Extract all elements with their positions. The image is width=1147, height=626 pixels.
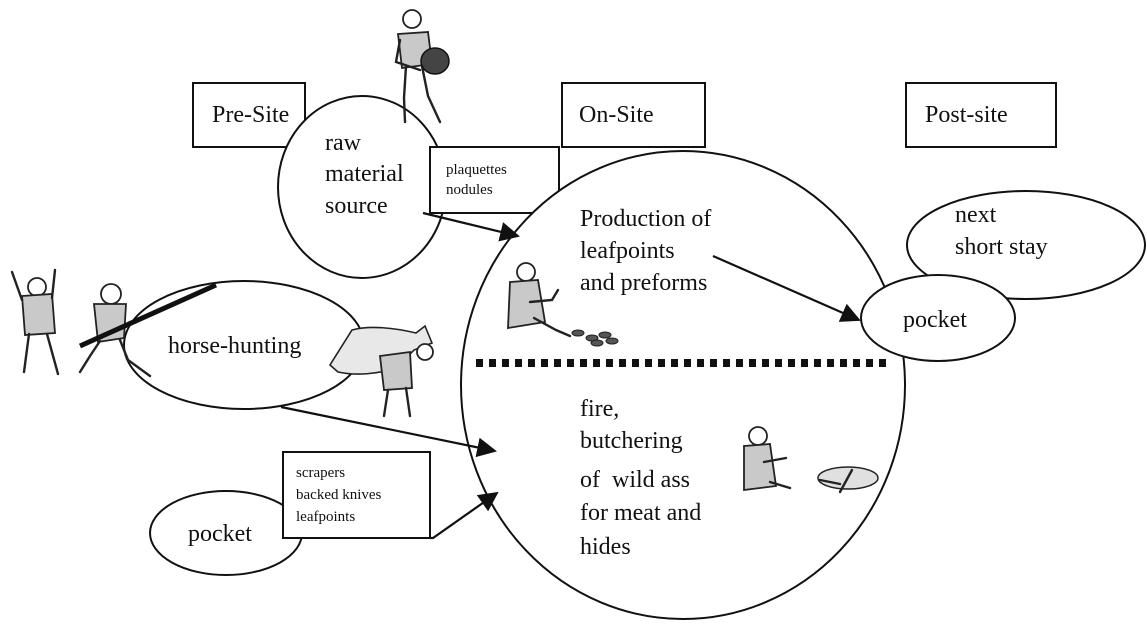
pocket-right-label: pocket <box>903 307 967 333</box>
production-line-2: leafpoints <box>580 238 675 264</box>
butchering-line-5: hides <box>580 534 631 560</box>
arrow-hunting-to-butchering <box>280 405 497 458</box>
tools-line-3: leafpoints <box>296 509 355 525</box>
pre-site-header: Pre-Site <box>212 102 289 128</box>
horse-figure-icon <box>328 324 434 418</box>
hunter-figures-icon <box>10 268 218 378</box>
butchering-line-4: for meat and <box>580 500 701 526</box>
post-site-header-box <box>905 82 1057 148</box>
pocket-left-label: pocket <box>188 521 252 547</box>
pocket-right-ellipse <box>860 274 1016 362</box>
butchering-line-1: fire, <box>580 396 619 422</box>
post-site-header: Post-site <box>925 102 1008 128</box>
raw-material-line-3: source <box>325 193 388 219</box>
next-stay-line-1: next <box>955 202 997 228</box>
tools-line-1: scrapers <box>296 465 345 481</box>
on-site-header: On-Site <box>579 102 654 128</box>
arrow-raw-to-production <box>422 211 520 242</box>
on-site-circle <box>460 150 906 620</box>
next-stay-ellipse <box>906 190 1146 300</box>
plaquettes-line-1: plaquettes <box>446 162 507 178</box>
raw-material-line-2: material <box>325 161 404 187</box>
arrow-pocket-to-butchering <box>430 491 499 540</box>
pre-site-header-box <box>192 82 306 148</box>
tools-box <box>282 451 431 539</box>
raw-material-circle <box>277 95 447 279</box>
production-line-3: and preforms <box>580 270 707 296</box>
plaquettes-line-2: nodules <box>446 182 493 198</box>
production-line-1: Production of <box>580 206 711 232</box>
raw-material-line-1: raw <box>325 130 362 156</box>
butchering-line-2: butchering <box>580 428 683 454</box>
tools-line-2: backed knives <box>296 487 382 503</box>
on-site-header-box <box>561 82 706 148</box>
horse-hunting-label: horse-hunting <box>168 333 301 359</box>
arrow-production-to-pocket <box>712 254 861 322</box>
plaquettes-box <box>429 146 560 214</box>
knapper-figure-icon <box>507 262 619 347</box>
butcher-figure-icon <box>743 426 879 494</box>
carrying-figure-icon <box>394 9 450 124</box>
next-stay-line-2: short stay <box>955 234 1048 260</box>
butchering-line-3: of wild ass <box>580 467 690 493</box>
